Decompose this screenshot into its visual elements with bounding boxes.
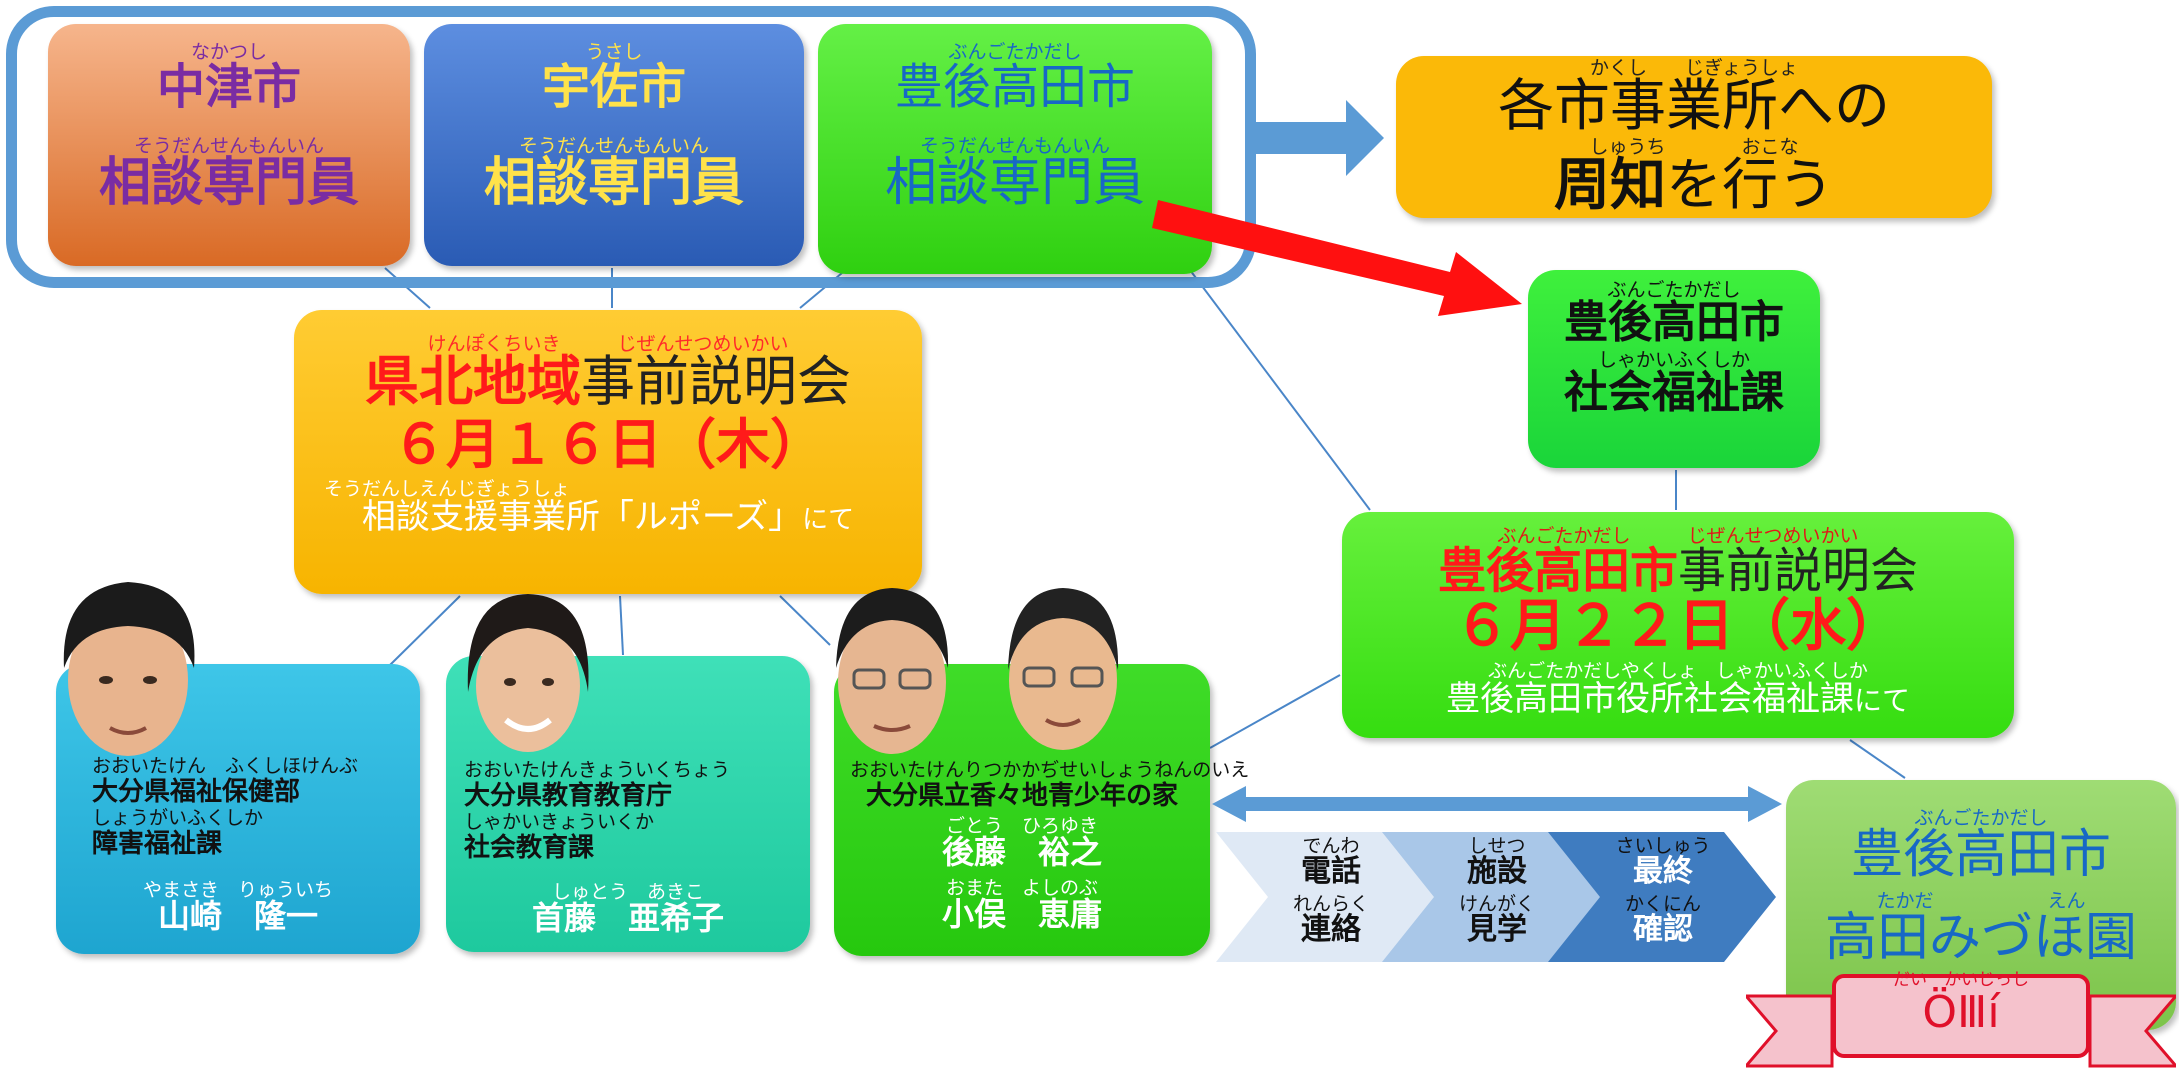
welfare-line-2: 社会福祉課 (1564, 367, 1784, 419)
role-label: 相談専門員 (483, 153, 744, 214)
bungo-meeting-box: ぶんごたかだし じぜんせつめいかい 豊後高田市事前説明会 ６月２２日（水） ぶん… (1342, 512, 2014, 738)
bungo-title-rest: 事前説明会 (1678, 543, 1919, 599)
role-ruby: そうだんせんもんいん (133, 135, 324, 158)
notice-line-1: 各市事業所への (1498, 74, 1890, 139)
bungo-venue-suffix: にて (1853, 684, 1910, 718)
notice-ruby-2: しゅうち おこな (1589, 135, 1799, 158)
dept-name: 社会教育課 (464, 833, 595, 863)
person-name-ruby-1: ごとう ひろゆき (945, 815, 1098, 837)
step-label-1: 施設 (1467, 854, 1527, 889)
city-box-usa: うさし 宇佐市 そうだんせんもんいん 相談専門員 (424, 24, 804, 266)
person-photo-omata (996, 580, 1130, 756)
step-ruby-2: れんらく (1292, 892, 1369, 915)
person-name-ruby: しゅとう あきこ (551, 881, 704, 903)
facility-ruby-1: ぶんごたかだし (1914, 807, 2048, 829)
step-ruby-2: かくにん (1624, 892, 1701, 915)
person-name-1: 後藤 裕之 (941, 833, 1102, 871)
role-ruby: そうだんせんもんいん (518, 135, 709, 158)
person-name: 山崎 隆一 (157, 897, 318, 935)
bungo-ruby: ぶんごたかだし じぜんせつめいかい (1497, 525, 1859, 547)
notice-box: かくし じぎょうしょ 各市事業所への しゅうち おこな 周知を行う (1396, 56, 1992, 218)
person-photo-yamasaki (50, 568, 206, 766)
ribbon-ruby: だい かいじっし (1893, 970, 2029, 990)
person-photo-shuto (458, 582, 598, 762)
kenpoku-meeting-box: けんぽくちいき じぜんせつめいかい 県北地域事前説明会 ６月１６日（木） そうだ… (294, 310, 922, 594)
dept-ruby: しゃかいきょういくか (464, 811, 655, 833)
kenpoku-venue-suffix: にて (802, 505, 855, 536)
person-name-2: 小俣 恵庸 (941, 894, 1102, 933)
org-name: 大分県教育教育庁 (464, 781, 673, 811)
notice-line-2-rest: を行う (1666, 152, 1834, 218)
step-ruby-2: けんがく (1458, 892, 1535, 915)
person-name: 首藤 亜希子 (531, 899, 724, 937)
welfare-ruby-1: ぶんごたかだし (1607, 279, 1741, 301)
org-ruby: おおいたけん ふくしほけんぶ (92, 755, 359, 777)
bungo-venue: 豊後高田市役所社会福祉課 (1445, 679, 1854, 720)
dept-ruby: しょうがいふくしか (92, 807, 264, 829)
step-label-2: 見学 (1467, 911, 1527, 947)
city-name-ruby: ぶんごたかだし (948, 41, 1082, 63)
step-ruby-1: でんわ (1302, 835, 1360, 857)
dept-name: 障害福祉課 (92, 829, 223, 859)
facility-line-1: 豊後高田市 (1850, 825, 2111, 885)
notice-ruby-1: かくし じぎょうしょ (1589, 57, 1799, 79)
step-ruby-1: さいしゅう (1615, 835, 1711, 857)
kenpoku-venue: 相談支援事業所「ルポーズ」 (361, 497, 803, 538)
city-name-ruby: うさし (585, 41, 643, 63)
step-chevron-1: でんわ 電話 れんらく 連絡 (1216, 832, 1446, 962)
kenpoku-ruby: けんぽくちいき じぜんせつめいかい (427, 333, 789, 355)
org-ruby: おおいたけんきょういくちょう (464, 759, 731, 781)
kenpoku-venue-ruby: そうだんしえんじぎょうしょ (324, 478, 571, 501)
org-name: 大分県立香々地青少年の家 (865, 781, 1178, 811)
step-label-1: 最終 (1633, 854, 1693, 889)
org-name: 大分県福祉保健部 (92, 777, 301, 807)
city-name: 豊後高田市 (894, 59, 1135, 115)
welfare-dept-box: ぶんごたかだし 豊後高田市 しゃかいふくしか 社会福祉課 (1528, 270, 1820, 468)
bungo-date: ６月２２日（水） (1454, 594, 1902, 660)
step-label-1: 電話 (1301, 854, 1361, 889)
city-box-nakatsu: なかつし 中津市 そうだんせんもんいん 相談専門員 (48, 24, 410, 266)
step-chevron-2: しせつ 施設 けんがく 見学 (1382, 832, 1612, 962)
ribbon-banner: だい かいじっし ÖⅢí (1746, 970, 2176, 1073)
step-label-2: 確認 (1633, 911, 1693, 947)
role-label: 相談専門員 (884, 153, 1145, 214)
step-chevron-3: さいしゅう 最終 かくにん 確認 (1548, 832, 1778, 962)
right-arrow-icon (1256, 100, 1384, 176)
bungo-title-red: 豊後高田市 (1437, 543, 1678, 599)
ribbon-text: ÖⅢí (1922, 987, 2000, 1038)
city-name: 宇佐市 (541, 59, 686, 115)
red-arrow-icon (1152, 200, 1522, 316)
city-group-frame (6, 6, 1256, 288)
facility-ruby-2: たかだ えん (1876, 889, 2086, 912)
kenpoku-title-rest: 事前説明会 (581, 350, 851, 413)
welfare-ruby-2: しゃかいふくしか (1597, 349, 1750, 372)
double-arrow-icon (1212, 786, 1782, 822)
person-name-ruby: やまさき りゅういち (142, 879, 333, 901)
city-box-bungotakada: ぶんごたかだし 豊後高田市 そうだんせんもんいん 相談専門員 (818, 24, 1212, 274)
person-photo-goto (824, 578, 960, 762)
bungo-venue-ruby: ぶんごたかだしやくしょ しゃかいふくしか (1488, 660, 1868, 683)
step-ruby-1: しせつ (1468, 835, 1526, 857)
city-name-ruby: なかつし (190, 41, 267, 63)
org-ruby: おおいたけんりつかかぢせいしょうねんのいえ (850, 759, 1250, 781)
city-name: 中津市 (156, 59, 301, 115)
kenpoku-title-red: 県北地域 (365, 350, 581, 413)
person-card-education: おおいたけんきょういくちょう 大分県教育教育庁 しゃかいきょういくか 社会教育課… (446, 656, 810, 952)
welfare-line-1: 豊後高田市 (1564, 297, 1784, 348)
notice-line-2-bold: 周知 (1554, 152, 1666, 218)
step-label-2: 連絡 (1301, 911, 1361, 947)
role-ruby: そうだんせんもんいん (919, 135, 1110, 158)
facility-line-2: 高田みづほ園 (1824, 907, 2137, 968)
kenpoku-date: ６月１６日（木） (392, 412, 824, 476)
role-label: 相談専門員 (98, 153, 359, 214)
person-name-ruby-2: おまた よしのぶ (945, 876, 1098, 899)
